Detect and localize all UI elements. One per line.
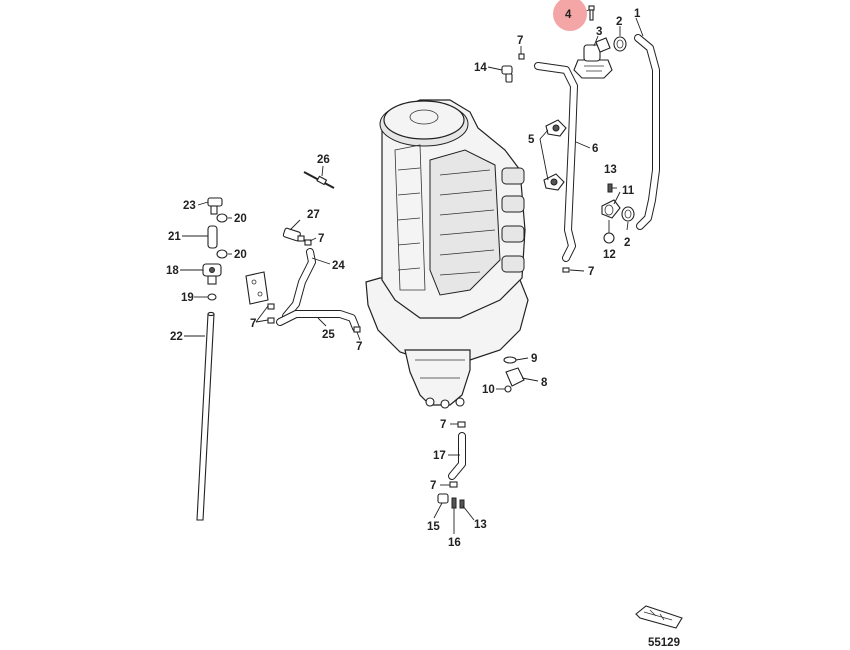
callout-7: 7 [440, 419, 446, 431]
oring-part-9 [503, 356, 517, 364]
callout-9: 9 [531, 353, 537, 365]
screw-part-16 [451, 497, 457, 509]
highlight-circle [553, 0, 587, 31]
callout-7: 7 [430, 480, 436, 492]
tee-fitting-part-23 [207, 197, 223, 215]
screw-part-13-right [607, 183, 613, 193]
callout-21: 21 [168, 231, 181, 243]
screw-part-4 [588, 5, 595, 21]
callout-8: 8 [541, 377, 548, 389]
callout-13: 13 [604, 164, 617, 176]
callout-26: 26 [317, 154, 330, 166]
clip-part-7-left-a [304, 239, 312, 246]
callout-23: 23 [183, 200, 196, 212]
hose-part-17 [448, 432, 466, 480]
hose-part-1 [634, 34, 660, 230]
oring-part-12 [603, 232, 615, 244]
clamp-part-2-top [613, 36, 627, 52]
callout-5: 5 [528, 134, 535, 146]
figure-icon [635, 605, 683, 629]
thermostat-cover-part-3 [573, 37, 613, 79]
tie-strap-part-26 [303, 171, 335, 189]
bracket-plate [245, 271, 269, 305]
callout-20: 20 [234, 213, 247, 225]
hose-part-24 [282, 248, 316, 320]
clamp-part-20-bottom [216, 249, 228, 259]
hose-part-6 [534, 62, 578, 262]
callout-7: 7 [588, 266, 594, 278]
callout-22: 22 [170, 331, 183, 343]
clip-part-7-top [518, 53, 525, 60]
clip-part-7-left-c [353, 326, 361, 333]
callout-7: 7 [250, 318, 256, 330]
plug-part-10 [504, 385, 512, 393]
figure-id: 55129 [648, 637, 680, 649]
callout-2: 2 [616, 16, 622, 28]
fitting-part-27 [282, 227, 305, 242]
callout-labels: 1 2 2 3 4 5 6 7 7 7 7 7 7 7 7 8 9 10 11 … [166, 8, 641, 549]
callout-4: 4 [565, 9, 572, 21]
callout-6: 6 [592, 143, 598, 155]
callout-20: 20 [234, 249, 247, 261]
leader-lines [180, 9, 644, 534]
plug-part-19 [207, 293, 217, 301]
clip-part-7-bottom-b [449, 481, 458, 488]
fitting-part-5-bottom [543, 173, 565, 191]
hose-part-21 [207, 225, 218, 249]
callout-15: 15 [427, 521, 440, 533]
callout-16: 16 [448, 537, 461, 549]
elbow-fitting-part-14 [501, 65, 513, 83]
fitting-part-15 [437, 493, 449, 504]
engine-block [365, 99, 529, 409]
callout-7: 7 [318, 233, 324, 245]
fitting-part-8 [505, 367, 525, 387]
clip-part-7-left-b [267, 303, 275, 324]
callout-25: 25 [322, 329, 335, 341]
callout-27: 27 [307, 209, 320, 221]
clamp-part-20-top [216, 213, 228, 223]
callout-2: 2 [624, 237, 630, 249]
clamp-part-2-bottom [621, 206, 635, 222]
callout-18: 18 [166, 265, 179, 277]
callout-1: 1 [634, 8, 641, 20]
callout-19: 19 [181, 292, 194, 304]
callout-7: 7 [517, 35, 523, 47]
callout-11: 11 [622, 185, 635, 197]
clip-part-7-right [562, 267, 570, 273]
callout-12: 12 [603, 249, 616, 261]
clip-part-7-bottom-a [457, 421, 466, 428]
callout-14: 14 [474, 62, 487, 74]
hose-part-25 [276, 310, 360, 332]
screw-part-13-bottom [459, 499, 465, 509]
callout-17: 17 [433, 450, 446, 462]
callout-24: 24 [332, 260, 345, 272]
elbow-part-11 [601, 199, 621, 219]
callout-10: 10 [482, 384, 495, 396]
callout-3: 3 [596, 26, 602, 38]
callout-7: 7 [356, 341, 362, 353]
fitting-part-5-top [545, 119, 567, 137]
valve-part-18 [202, 263, 222, 285]
callout-13: 13 [474, 519, 487, 531]
tube-part-22 [196, 311, 215, 521]
